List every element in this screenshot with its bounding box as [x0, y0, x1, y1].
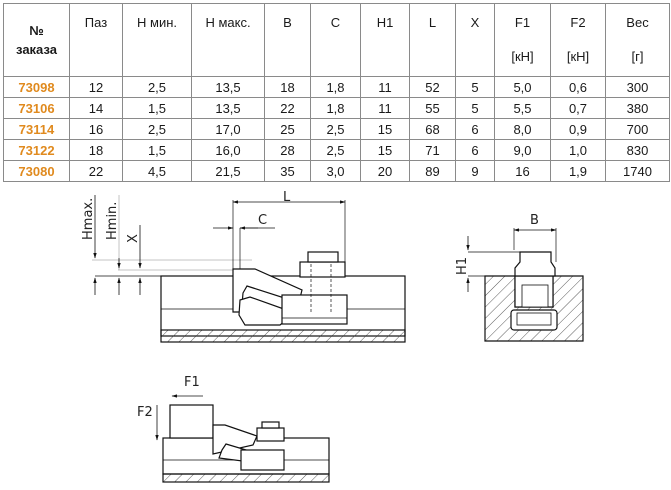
header-order-line2: заказа	[16, 42, 57, 57]
header-unit: [г]	[631, 49, 644, 64]
label-x: X	[126, 234, 141, 243]
header-label: Паз	[84, 15, 108, 30]
col-header-order: № заказа	[3, 3, 70, 77]
col-header-weight: Вес [г]	[605, 3, 670, 77]
table-cell: 18	[264, 76, 311, 98]
table-cell: 21,5	[191, 160, 265, 182]
col-header-hmax: H макс.	[191, 3, 265, 77]
table-cell: 4,5	[122, 160, 192, 182]
header-unit: [кН]	[566, 49, 590, 64]
table-cell: 300	[605, 76, 670, 98]
label-c: C	[258, 213, 267, 228]
table-cell: 3,0	[310, 160, 361, 182]
order-number-cell: 73122	[3, 139, 70, 161]
table-cell: 25	[264, 118, 311, 140]
table-cell: 16,0	[191, 139, 265, 161]
col-header-x: X	[455, 3, 495, 77]
table-cell: 1,8	[310, 97, 361, 119]
table-cell: 13,5	[191, 97, 265, 119]
col-header-hmin: H мин.	[122, 3, 192, 77]
header-order-line1: №	[29, 23, 44, 38]
col-header-c: C	[310, 3, 361, 77]
table-cell: 1740	[605, 160, 670, 182]
header-label: F1	[514, 15, 531, 30]
header-label: B	[283, 15, 292, 30]
label-l: L	[283, 190, 291, 205]
force-diagram	[155, 394, 330, 483]
table-cell: 22	[69, 160, 123, 182]
col-header-f1: F1 [кН]	[494, 3, 551, 77]
col-header-l: L	[409, 3, 456, 77]
table-cell: 20	[360, 160, 410, 182]
header-unit: [кН]	[511, 49, 534, 64]
order-number-cell: 73106	[3, 97, 70, 119]
header-label: H1	[376, 15, 394, 30]
table-cell: 52	[409, 76, 456, 98]
header-label: H мин.	[137, 15, 177, 30]
side-view-drawing	[92, 195, 406, 343]
table-cell: 15	[360, 118, 410, 140]
col-header-slot: Паз	[69, 3, 123, 77]
table-cell: 14	[69, 97, 123, 119]
header-label: X	[470, 15, 480, 30]
header-label: Вес	[626, 15, 649, 30]
table-cell: 0,6	[550, 76, 606, 98]
label-f1: F1	[184, 375, 200, 390]
order-number-cell: 73080	[3, 160, 70, 182]
table-cell: 11	[360, 97, 410, 119]
table-cell: 89	[409, 160, 456, 182]
label-h1: H1	[455, 257, 470, 275]
label-b: B	[530, 213, 539, 228]
label-f2: F2	[137, 405, 153, 420]
table-cell: 35	[264, 160, 311, 182]
table-cell: 700	[605, 118, 670, 140]
table-cell: 1,9	[550, 160, 606, 182]
table-cell: 8,0	[494, 118, 551, 140]
col-header-f2: F2 [кН]	[550, 3, 606, 77]
label-hmin: Hmin.	[105, 202, 120, 240]
header-label: H макс.	[205, 15, 251, 30]
table-header-row: № заказа Паз H мин. H макс. B C H1 L X F…	[3, 3, 670, 77]
header-label: L	[428, 15, 437, 30]
cross-section-drawing	[466, 228, 584, 342]
label-hmax: Hmax.	[81, 198, 96, 240]
col-header-h1: H1	[360, 3, 410, 77]
header-label: F2	[570, 15, 586, 30]
table-cell: 830	[605, 139, 670, 161]
header-label: C	[330, 15, 341, 30]
table-cell: 18	[69, 139, 123, 161]
spec-table: № заказа Паз H мин. H макс. B C H1 L X F…	[3, 3, 670, 182]
table-cell: 1,0	[550, 139, 606, 161]
